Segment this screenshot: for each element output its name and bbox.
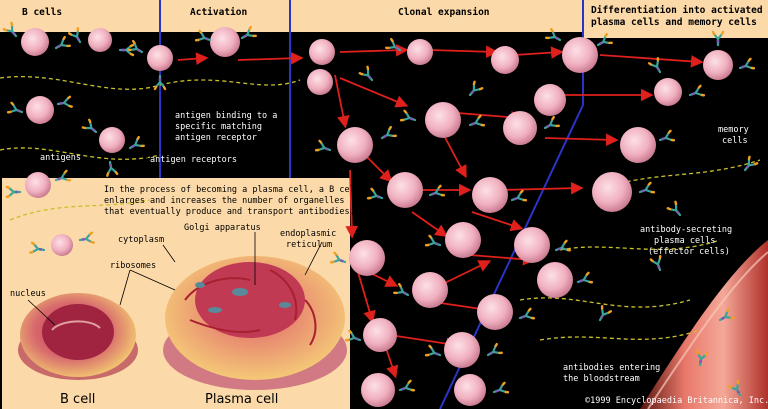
label-cytoplasm: cytoplasm xyxy=(118,235,164,245)
header-b-cells: B cells xyxy=(22,7,62,18)
label-antigen-binding-3: antigen receptor xyxy=(175,133,257,143)
label-memory-cells-1: memory xyxy=(718,125,749,135)
label-ribosomes: ribosomes xyxy=(110,261,156,271)
title-b-cell: B cell xyxy=(60,392,95,407)
expansion-arrows xyxy=(177,43,704,379)
header-differentiation-1: Differentiation into activated xyxy=(591,5,763,16)
label-memory-cells-2: cells xyxy=(722,136,748,146)
label-nucleus: nucleus xyxy=(10,289,46,299)
inset-caption-1: In the process of becoming a plasma cell… xyxy=(104,185,360,195)
label-antigen-binding-1: antigen binding to a xyxy=(175,111,277,121)
inset-caption-2: enlarges and increases the number of org… xyxy=(104,196,345,206)
header-activation: Activation xyxy=(190,7,247,18)
title-plasma-cell: Plasma cell xyxy=(205,392,278,407)
label-er-2: reticulum xyxy=(286,240,332,250)
blood-vessel xyxy=(640,240,768,409)
b-cell-5 xyxy=(25,172,51,198)
label-bloodstream-2: the bloodstream xyxy=(563,374,640,384)
b-cell-nucleus xyxy=(42,304,114,360)
b-cell-1 xyxy=(21,28,49,56)
b-cell-illustration xyxy=(18,293,138,380)
label-antigens: antigens xyxy=(40,153,81,163)
label-plasma-2: plasma cells xyxy=(654,236,715,246)
label-antigen-receptors: antigen receptors xyxy=(150,155,237,165)
inset-caption-3: that eventually produce and transport an… xyxy=(104,207,355,217)
activated-cell-2 xyxy=(210,27,240,57)
b-cell-2 xyxy=(88,28,112,52)
cells xyxy=(21,27,733,407)
b-cell-3 xyxy=(26,96,54,124)
copyright: ©1999 Encyclopaedia Britannica, Inc. xyxy=(585,396,768,406)
label-golgi: Golgi apparatus xyxy=(184,223,261,233)
plasma-cell-illustration xyxy=(163,256,347,390)
b-cell-6 xyxy=(51,234,73,256)
antigen-flow xyxy=(0,76,761,341)
activated-cell xyxy=(147,45,173,71)
label-plasma-1: antibody-secreting xyxy=(640,225,732,235)
label-antigen-binding-2: specific matching xyxy=(175,122,262,132)
label-er-1: endoplasmic xyxy=(280,229,336,239)
label-bloodstream-1: antibodies entering xyxy=(563,363,660,373)
header-clonal-expansion: Clonal expansion xyxy=(398,7,490,18)
b-cell-4 xyxy=(99,127,125,153)
header-differentiation-2: plasma cells and memory cells xyxy=(591,17,757,28)
label-plasma-3: (effector cells) xyxy=(648,247,730,257)
header-band-right xyxy=(583,0,768,38)
leader-lines xyxy=(27,67,713,326)
